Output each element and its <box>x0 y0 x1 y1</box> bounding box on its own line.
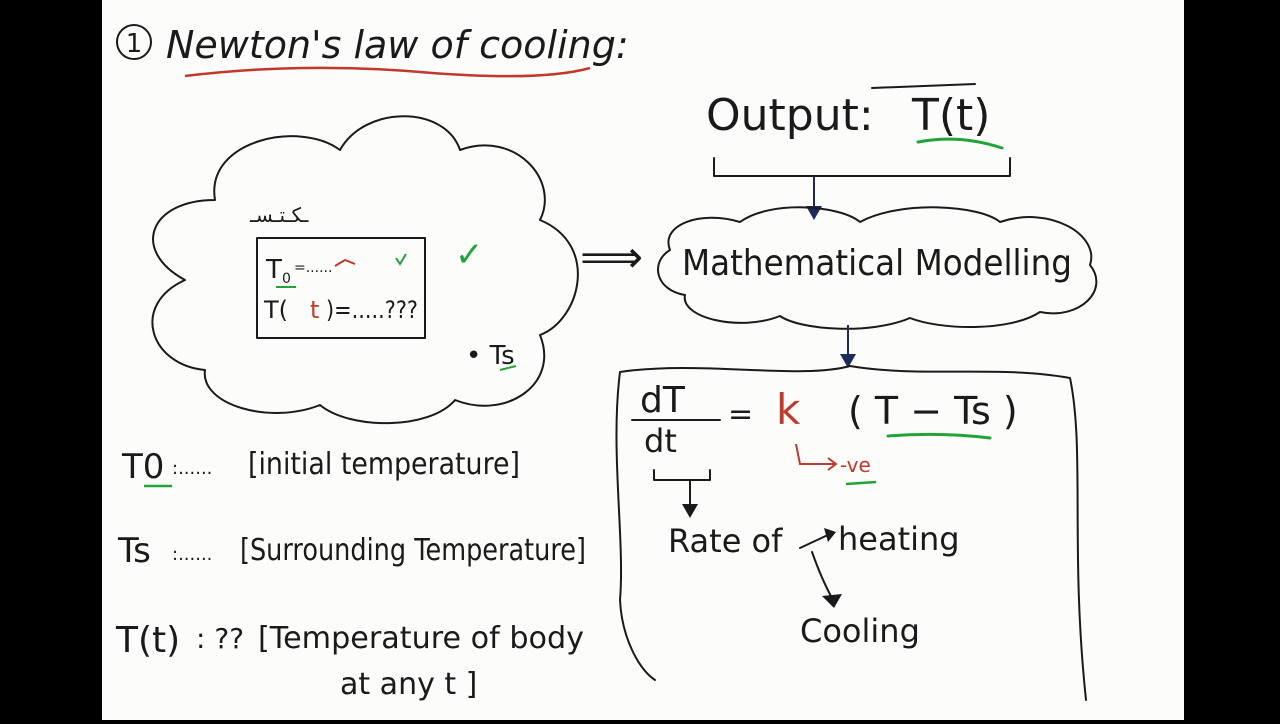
def-initial-desc: [initial temperature] <box>248 447 520 482</box>
eq-rhs: ( T − Ts ) <box>848 389 1018 433</box>
box-line1-rest: =...... <box>294 260 332 276</box>
definition-initial: T0 :...... [initial temperature] <box>121 447 520 488</box>
box-line2-t: t <box>310 296 319 324</box>
cloud-scribble: ـكـتـسـ <box>249 203 310 227</box>
output-label: Output: <box>706 90 874 141</box>
def-body-dots: : ?? <box>196 622 244 655</box>
eq-lhs-numerator: dT <box>640 380 686 421</box>
def-surrounding-var: Ts <box>117 531 151 571</box>
eq-constant-k: k <box>776 385 801 434</box>
title-underline <box>184 66 591 78</box>
output-value: T(t) <box>911 90 990 141</box>
ts-green-underline <box>499 365 517 371</box>
right-letterbox <box>1184 0 1280 720</box>
def-surrounding-dots: :...... <box>172 544 212 565</box>
def-body-var: T(t) <box>115 620 180 661</box>
title-group: 1 Newton's law of cooling: <box>116 23 629 78</box>
definition-body: T(t) : ?? [Temperature of body at any t … <box>115 620 584 702</box>
box-line-1: T 0 =...... <box>265 253 407 288</box>
model-to-eq-arrowhead <box>840 354 856 368</box>
differential-equation: dT dt = k ( T − Ts ) -ve <box>631 380 1018 486</box>
rate-to-heating-arrowhead <box>824 528 836 542</box>
def-body-desc2: at any t ] <box>340 667 477 702</box>
paper-background <box>102 0 1184 720</box>
rate-to-heating-arrow <box>799 533 831 549</box>
box-line2-pre: T( <box>263 296 288 324</box>
output-bracket <box>713 157 1011 177</box>
output-to-model-arrowhead <box>806 206 822 220</box>
eq-neg-arrow <box>795 443 834 465</box>
title-text: Newton's law of cooling: <box>166 23 629 67</box>
title-number: 1 <box>126 29 143 59</box>
output-overline <box>871 83 976 89</box>
box-line1-var: T <box>265 255 282 285</box>
title-number-circle <box>116 24 152 60</box>
rate-to-cooling-arrowhead <box>822 594 842 608</box>
def-initial-var: T0 <box>121 447 164 487</box>
box-line-2: T( t )=.....??? <box>263 296 418 324</box>
left-letterbox <box>0 0 102 720</box>
box-line1-sub: 0 <box>282 271 291 287</box>
box-line1-red-mark <box>334 258 356 267</box>
modelling-label: Mathematical Modelling <box>682 243 1072 284</box>
box-line1-green-tick <box>395 253 407 266</box>
modelling-cloud <box>657 206 1098 330</box>
cloud-check-mark: ✓ <box>455 235 484 275</box>
lhs-down-arrowhead <box>682 504 698 518</box>
eq-lhs-denominator: dt <box>644 422 677 460</box>
def-surrounding-desc: [Surrounding Temperature] <box>240 533 586 568</box>
rate-of-label: Rate of <box>668 522 783 560</box>
cloud-ts-label: • Ts <box>466 341 515 371</box>
eq-neg-green-underline <box>845 480 877 486</box>
eq-equals: = <box>728 397 753 432</box>
cooling-label: Cooling <box>800 612 920 650</box>
equation-region-outline <box>615 365 1087 701</box>
def-initial-dots: :...... <box>172 458 212 479</box>
output-group: Output: T(t) <box>706 83 1011 220</box>
def-body-desc: [Temperature of body <box>258 621 584 656</box>
implies-arrow: ⟹ <box>580 232 643 283</box>
heating-label: heating <box>838 520 960 558</box>
output-value-underline <box>916 137 1004 150</box>
eq-rhs-green-underline <box>886 432 992 440</box>
box-line2-post: )=.....??? <box>326 296 418 324</box>
lhs-bracket <box>653 469 711 481</box>
rate-to-cooling-arrow <box>811 551 833 599</box>
left-cloud <box>151 115 579 425</box>
definition-surrounding: Ts :...... [Surrounding Temperature] <box>117 531 586 571</box>
initial-values-box <box>256 237 426 339</box>
eq-neg-arrowhead <box>827 457 838 471</box>
eq-neg-note: -ve <box>840 453 871 477</box>
